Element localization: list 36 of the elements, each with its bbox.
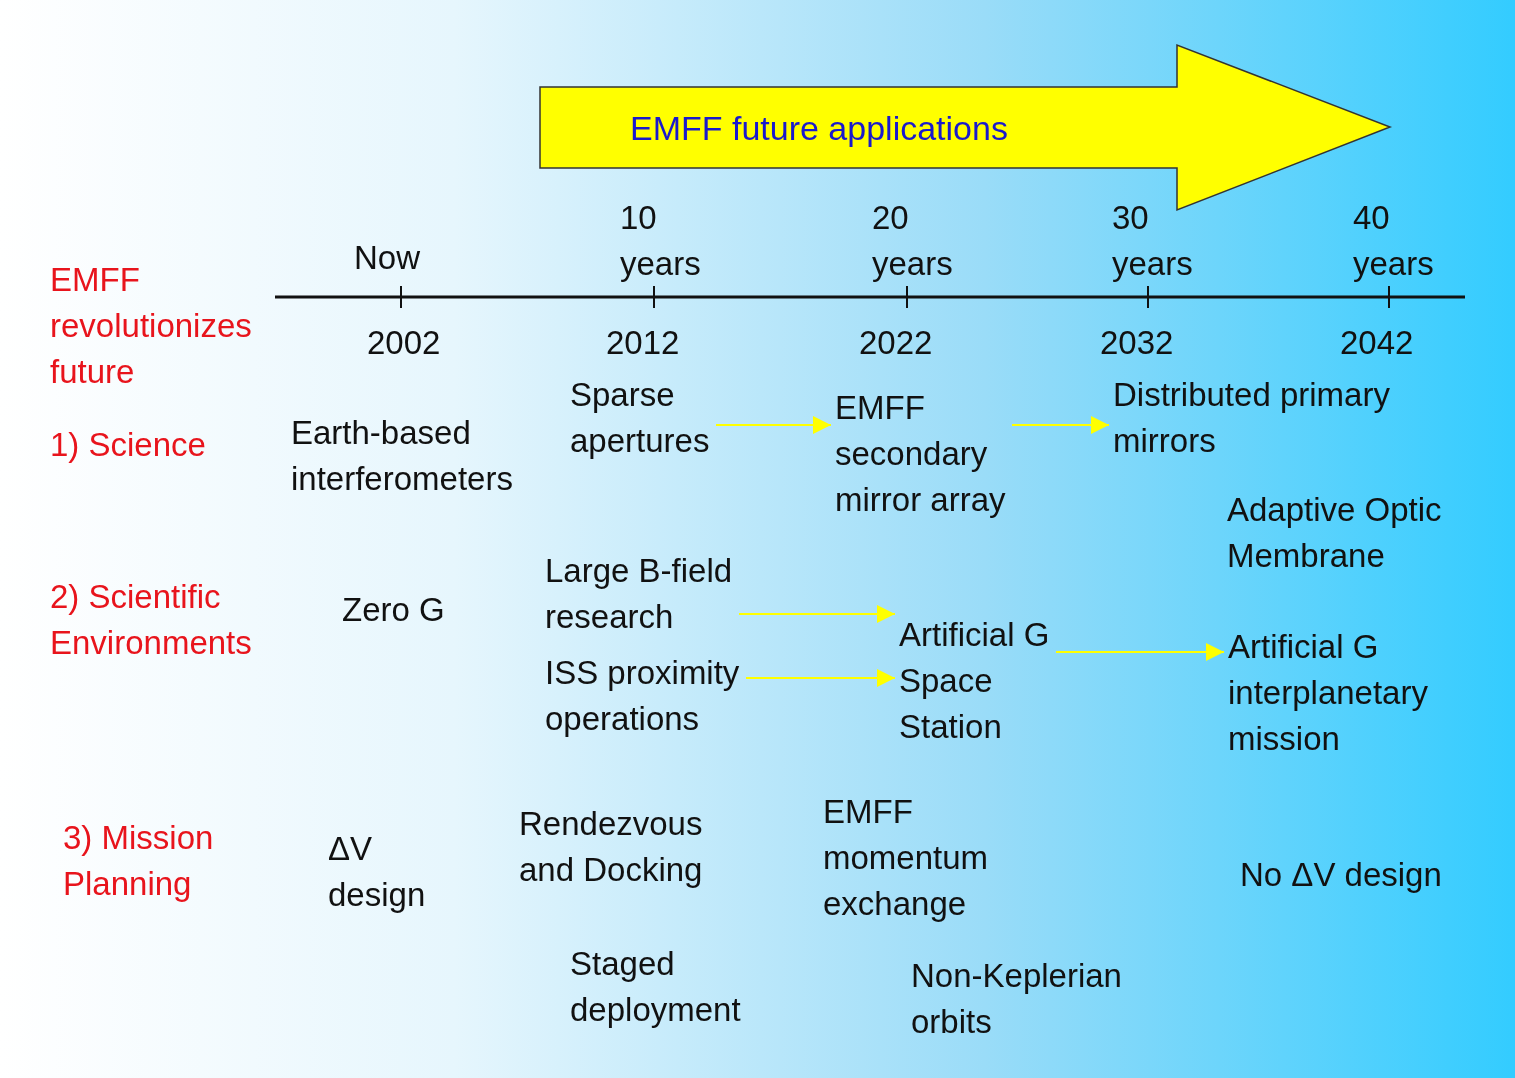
year-label: 2032 — [1100, 323, 1174, 363]
time-label: 20 years — [872, 198, 954, 284]
row-heading: 2) Scientific Environments — [50, 577, 253, 663]
arrow — [1011, 416, 1110, 434]
application-text: Artificial G Space Station — [899, 612, 1052, 750]
application-text: Rendezvous and Docking — [519, 804, 704, 890]
application-text: ΔV design — [328, 829, 427, 915]
year-label: 2022 — [859, 323, 933, 363]
time-label: 10 years — [620, 198, 702, 284]
time-label: Now — [354, 238, 421, 278]
row-heading: EMFF revolutionizes future — [50, 260, 253, 392]
time-label: 40 years — [1353, 198, 1435, 284]
year-label: 2002 — [367, 323, 441, 363]
application-text: Earth-based interferometers — [291, 413, 514, 499]
arrow — [715, 416, 832, 434]
application-text: Sparse apertures — [570, 372, 712, 464]
application-text: Distributed primary mirrors — [1113, 372, 1392, 464]
application-text: EMFF momentum exchange — [823, 792, 990, 924]
row-heading: 1) Science — [50, 425, 206, 465]
row-heading: 3) Mission Planning — [63, 818, 215, 904]
application-text: EMFF secondary mirror array — [835, 385, 1008, 523]
arrow — [745, 669, 896, 687]
application-text: Zero G — [342, 590, 445, 630]
application-text: No ΔV design — [1240, 855, 1442, 895]
year-label: 2042 — [1340, 323, 1414, 363]
application-text: Artificial G interplanetary mission — [1228, 624, 1430, 762]
arrow — [738, 605, 896, 623]
application-text: Non-Keplerian orbits — [911, 956, 1123, 1042]
banner-text: EMFF future applications — [630, 105, 1010, 151]
year-label: 2012 — [606, 323, 680, 363]
application-text: Staged deployment — [570, 944, 742, 1030]
application-text: Adaptive Optic Membrane — [1227, 490, 1443, 576]
arrow — [1055, 643, 1225, 661]
application-text: ISS proximity operations — [545, 650, 742, 742]
time-label: 30 years — [1112, 198, 1194, 284]
application-text: Large B-field research — [545, 548, 735, 640]
